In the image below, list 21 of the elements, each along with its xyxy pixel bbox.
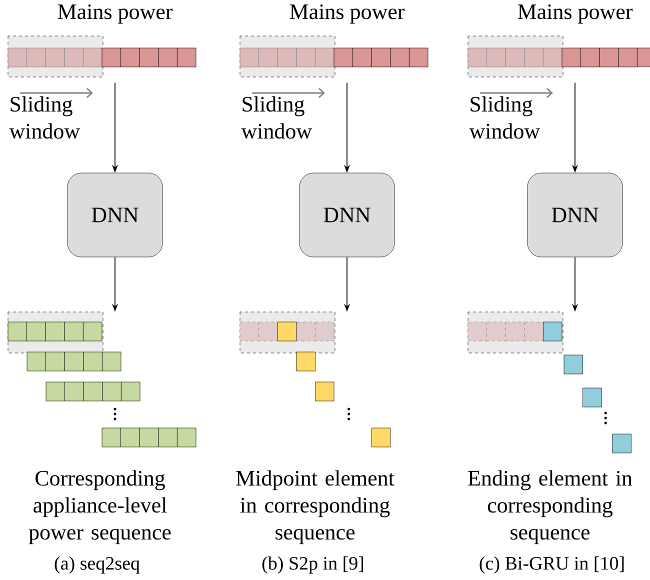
output-description: Midpoint element in corresponding sequence (236, 470, 394, 544)
window-label: Sliding window (9, 96, 80, 139)
power-sequence-drawing (8, 36, 196, 78)
output-sequence-drawing (240, 312, 391, 448)
dnn-box: DNN (299, 172, 395, 258)
dnn-box: DNN (527, 172, 623, 258)
subfigure-caption: (b) S2p in [9] (262, 556, 364, 574)
output-description: Corresponding appliance-level power sequence (28, 470, 171, 544)
subfigure-caption: (c) Bi-GRU in [10] (480, 556, 624, 574)
power-sequence-drawing (240, 36, 428, 78)
output-sequence-drawing (8, 312, 196, 448)
window-label: Sliding window (241, 96, 312, 139)
window-label: Sliding window (469, 96, 540, 139)
output-description: Ending element in corresponding sequence (468, 470, 632, 544)
output-sequence-drawing (468, 312, 632, 454)
sequence-caption: Mains power (518, 4, 633, 24)
dnn-box: DNN (67, 172, 163, 258)
sequence-caption: Mains power (58, 4, 173, 24)
subfigure-caption: (a) seq2seq (54, 556, 140, 574)
sequence-caption: Mains power (290, 4, 405, 24)
power-sequence-drawing (468, 36, 650, 78)
